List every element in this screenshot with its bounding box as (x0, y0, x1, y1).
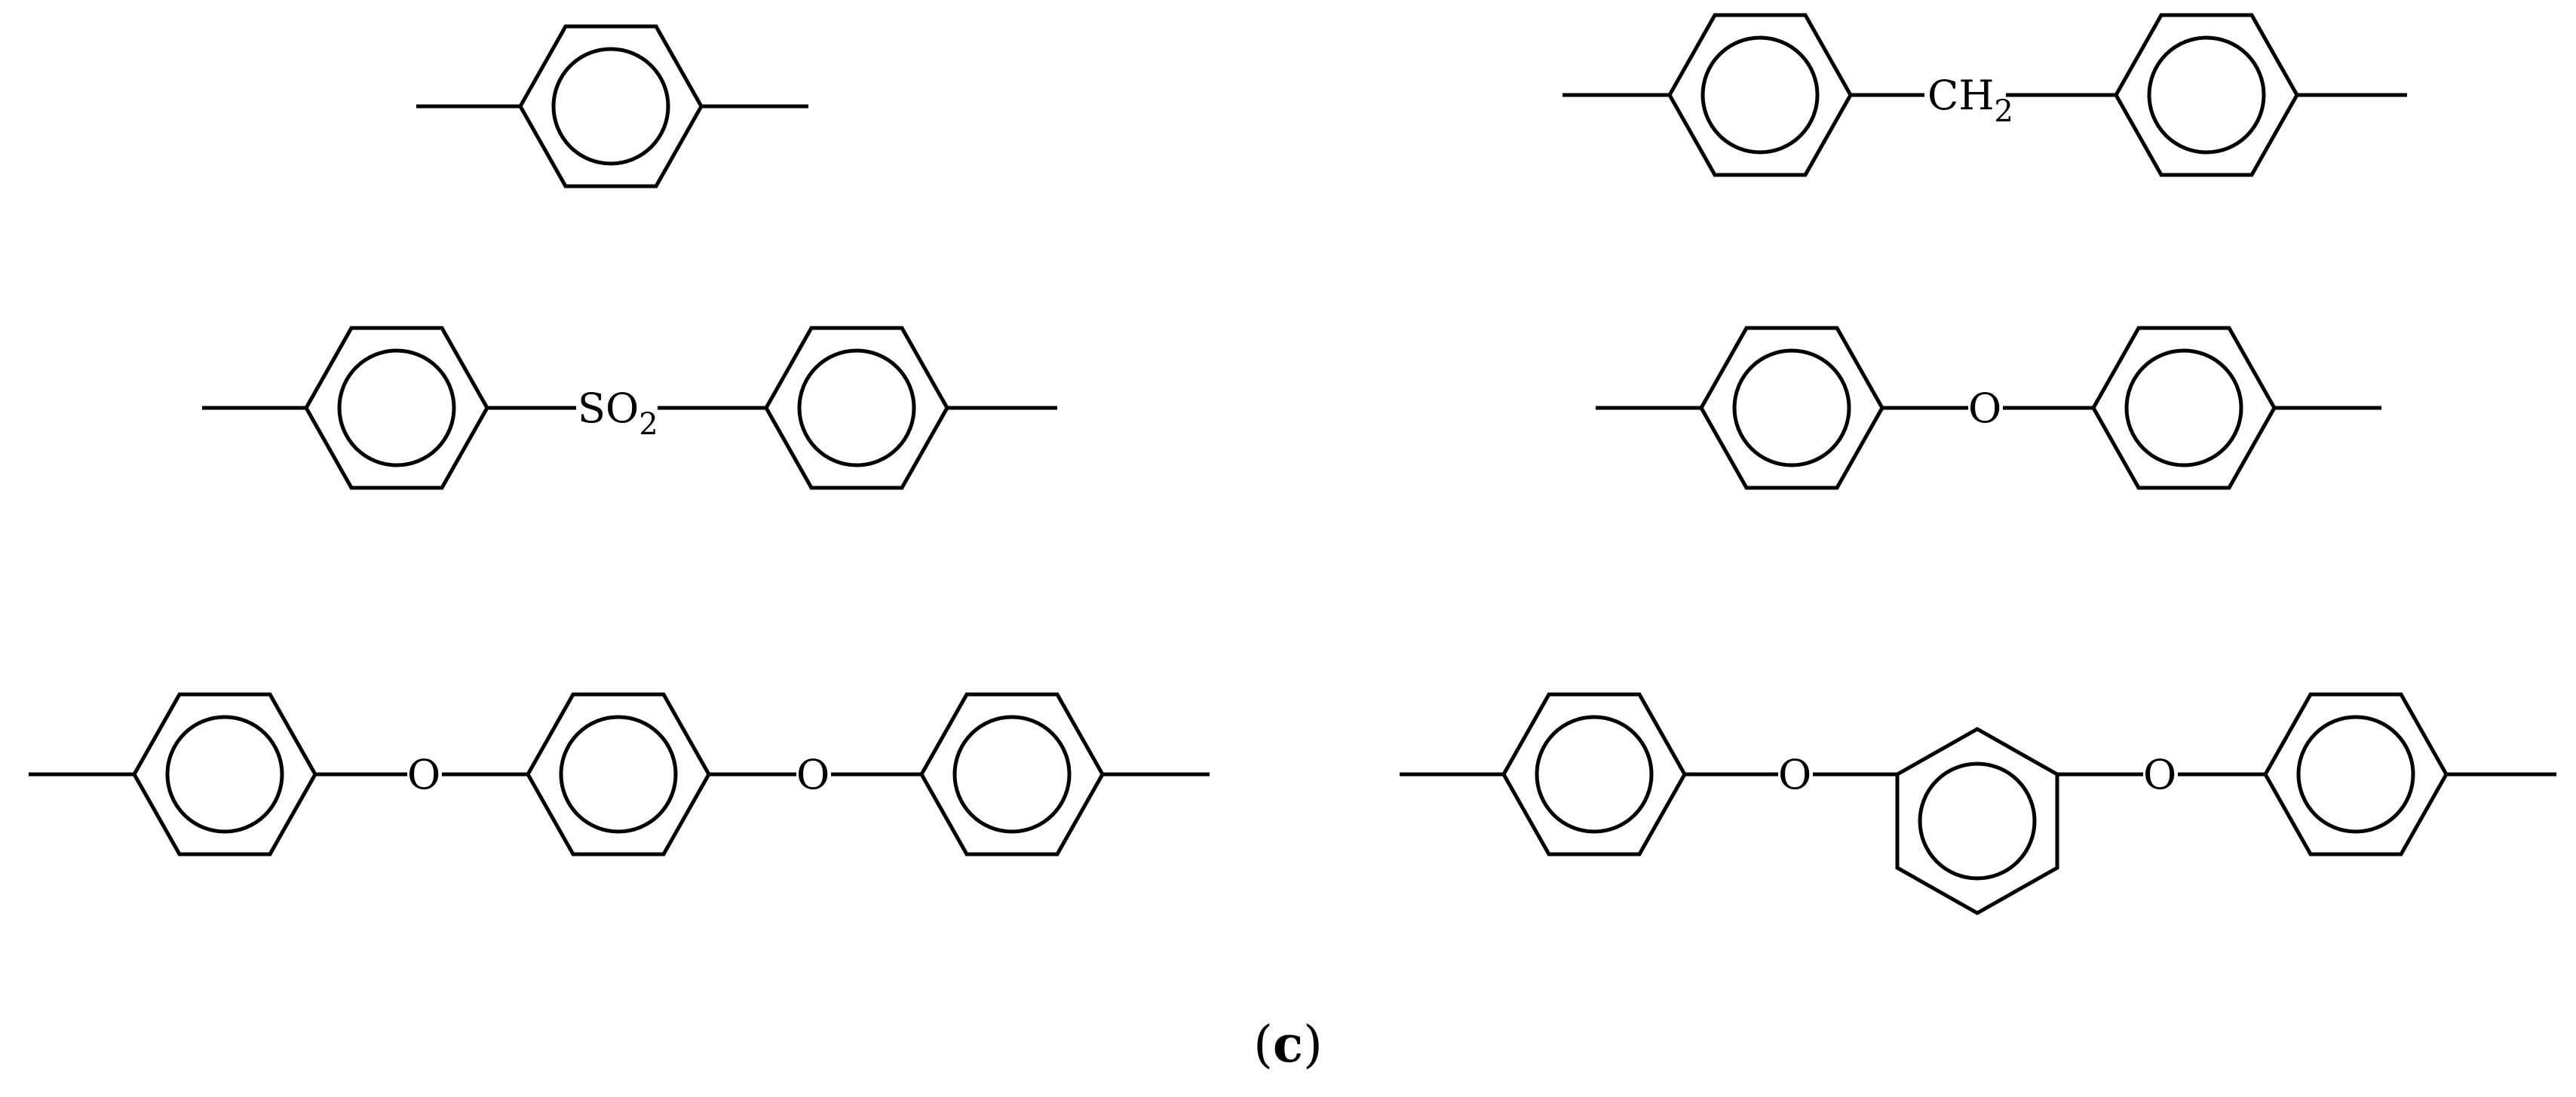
benzene-ring (764, 326, 949, 490)
benzene-ring (1699, 326, 1884, 490)
structure-methylene-diphenyl: CH2 (1562, 13, 2407, 177)
structure-bis-phenoxy-para: O O (29, 692, 1210, 856)
ether-oxygen-label: O (407, 751, 440, 798)
structure-bis-phenoxy-meta: O O (1400, 692, 2556, 915)
ether-oxygen-label: O (796, 751, 830, 798)
benzene-ring (919, 692, 1105, 856)
ether-oxygen-label: O (2143, 751, 2176, 798)
benzene-ring (2263, 692, 2449, 856)
so2-group-label: SO2 (578, 385, 658, 442)
benzene-ring (2114, 13, 2299, 177)
benzene-ring (1667, 13, 1853, 177)
benzene-ring (304, 326, 489, 490)
ch2-group-label: CH2 (1927, 72, 2013, 129)
benzene-ring (518, 24, 704, 188)
structure-diphenylether: O (1596, 326, 2381, 490)
benzene-ring (132, 692, 317, 856)
benzene-ring (1501, 692, 1687, 856)
ether-oxygen-label: O (1968, 385, 2001, 432)
ether-oxygen-label: O (1778, 751, 1811, 798)
panel-label: (c) (1253, 1015, 1323, 1074)
meta-benzene-ring (1895, 727, 2059, 915)
structure-p-phenylene (416, 24, 808, 188)
benzene-ring (2091, 326, 2277, 490)
structure-diphenylsulfone: SO2 (202, 326, 1057, 490)
benzene-ring (526, 692, 711, 856)
